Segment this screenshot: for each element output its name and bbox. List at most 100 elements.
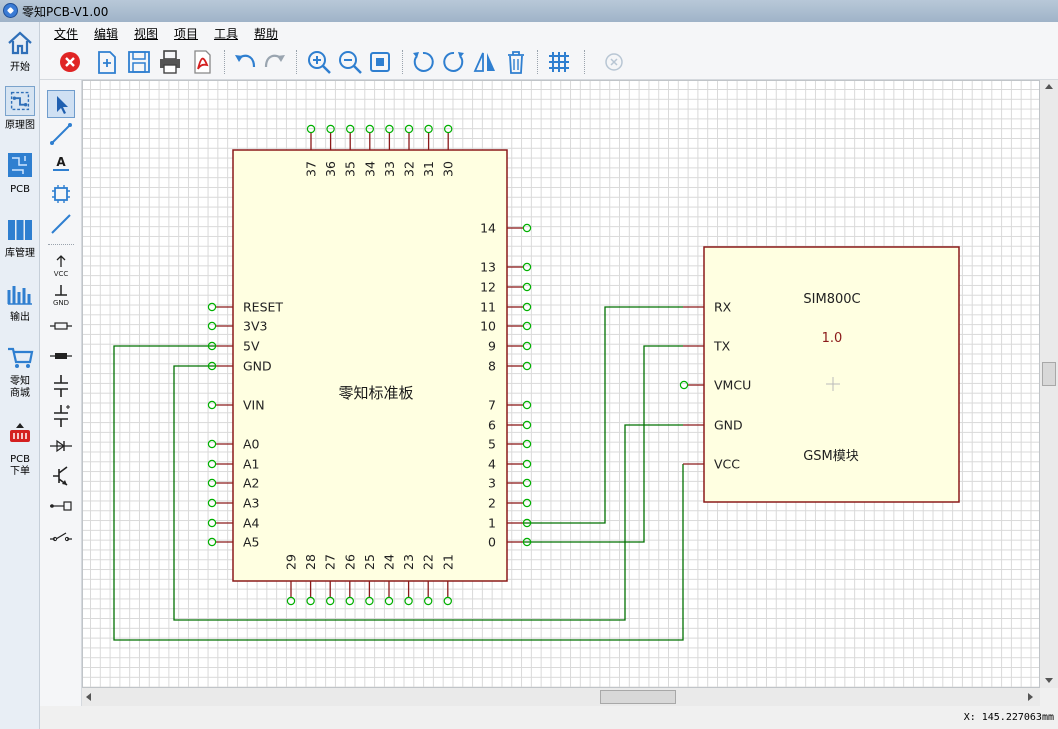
switch-tool[interactable] (47, 522, 75, 550)
board-pin-end (207, 341, 217, 351)
menu-view[interactable]: 视图 (134, 27, 159, 41)
vcc-tool[interactable]: VCC (47, 252, 75, 280)
board-pin-end (207, 537, 217, 547)
horizontal-scrollbar[interactable] (82, 688, 1040, 706)
board-pin-label-a0: A0 (243, 437, 260, 452)
board-pin-label-d10: 10 (480, 319, 496, 334)
line-icon (51, 214, 71, 234)
wires (113, 306, 684, 641)
fuse-tool[interactable] (47, 342, 75, 370)
line-tool[interactable] (47, 210, 75, 238)
capacitor-tool[interactable] (47, 372, 75, 400)
resistor-tool[interactable] (47, 312, 75, 340)
board-pin-end (207, 302, 217, 312)
nav-start[interactable]: 开始 (0, 24, 40, 86)
nav-library[interactable]: 库管理 (0, 210, 40, 272)
module-body (703, 246, 960, 503)
board-pin-label-d0: 0 (488, 535, 496, 550)
module-version: 1.0 (822, 331, 843, 346)
board-pin-end (522, 341, 532, 351)
scroll-right-arrow-icon[interactable] (1028, 693, 1033, 701)
menu-edit[interactable]: 编辑 (94, 27, 119, 41)
board-component[interactable]: 零知标准板 (232, 149, 508, 582)
nav-output[interactable]: 输出 (0, 274, 40, 336)
zoom-out-button[interactable] (335, 47, 365, 77)
undo-button[interactable] (230, 47, 260, 77)
mirror-button[interactable] (470, 47, 500, 77)
toolbar-separator (296, 50, 297, 74)
board-pin-label-37: 37 (304, 161, 319, 177)
scroll-left-arrow-icon[interactable] (86, 693, 91, 701)
module-pin-label-vmcu: VMCU (714, 378, 751, 393)
vcc-icon: VCC (54, 255, 69, 278)
menu-tools[interactable]: 工具 (214, 27, 239, 41)
zoom-fit-button[interactable] (365, 47, 395, 77)
connector-tool[interactable] (47, 492, 75, 520)
switch-icon (50, 532, 72, 542)
board-pin-label-26: 26 (342, 554, 357, 570)
scroll-down-arrow-icon[interactable] (1045, 678, 1053, 683)
board-pin-label-d11: 11 (480, 300, 496, 315)
fuse-icon (50, 353, 72, 359)
close-icon (60, 52, 80, 72)
text-tool[interactable]: A (47, 150, 75, 178)
board-pin-label-5v: 5V (243, 339, 260, 354)
connector-icon (50, 501, 72, 511)
cancel-button[interactable] (599, 47, 629, 77)
board-pin-end (424, 124, 433, 134)
nav-schematic[interactable]: 原理图 (0, 82, 40, 144)
redo-icon (264, 54, 285, 68)
new-file-button[interactable] (92, 47, 122, 77)
board-pin-end (207, 518, 217, 528)
schematic-icon (5, 86, 35, 116)
select-tool[interactable] (47, 90, 75, 118)
board-pin-label-a1: A1 (243, 457, 260, 472)
sim800c-component[interactable]: SIM800C 1.0 GSM模块 (703, 246, 960, 503)
transistor-tool[interactable] (47, 462, 75, 490)
menu-project[interactable]: 项目 (174, 27, 199, 41)
pcb-order-icon (10, 423, 30, 442)
toolbar (40, 44, 1058, 80)
menu-file[interactable]: 文件 (54, 27, 79, 41)
diode-tool[interactable] (47, 432, 75, 460)
print-button[interactable] (155, 47, 185, 77)
vertical-scrollbar[interactable] (1040, 80, 1058, 688)
module-description: GSM模块 (803, 449, 859, 464)
board-pin-label-d13: 13 (480, 260, 496, 275)
vcc-tool-label: VCC (54, 270, 69, 278)
wire-tool[interactable] (47, 120, 75, 148)
polar-capacitor-tool[interactable] (47, 402, 75, 430)
board-pin-label-a2: A2 (243, 476, 260, 491)
board-pin-end (346, 124, 355, 134)
horizontal-scroll-thumb[interactable] (600, 690, 676, 704)
delete-button[interactable] (501, 47, 531, 77)
export-pdf-button[interactable] (187, 47, 217, 77)
board-pin-label-d4: 4 (488, 457, 496, 472)
rotate-right-button[interactable] (439, 47, 469, 77)
close-button[interactable] (55, 47, 85, 77)
nav-pcb-order[interactable]: PCB 下单 (0, 416, 40, 486)
capacitor-icon (54, 375, 68, 397)
component-tool[interactable] (47, 180, 75, 208)
redo-button[interactable] (260, 47, 290, 77)
grid-button[interactable] (544, 47, 574, 77)
rotate-left-button[interactable] (408, 47, 438, 77)
save-button[interactable] (124, 47, 154, 77)
board-name: 零知标准板 (338, 384, 413, 402)
module-origin-cross (826, 377, 840, 391)
board-pin-label-33: 33 (382, 161, 397, 177)
zoom-in-button[interactable] (304, 47, 334, 77)
scroll-up-arrow-icon[interactable] (1045, 84, 1053, 89)
mirror-icon (473, 52, 495, 72)
nav-shop[interactable]: 零知 商城 (0, 338, 40, 408)
nav-label-pcb: PCB (10, 184, 30, 195)
nav-pcb[interactable]: PCB (0, 146, 40, 208)
vertical-scroll-thumb[interactable] (1042, 362, 1056, 386)
board-pin-label-a5: A5 (243, 535, 260, 550)
menu-help[interactable]: 帮助 (254, 27, 279, 41)
wire-icon (50, 123, 72, 145)
gnd-tool[interactable]: GND (47, 282, 75, 310)
module-pin-end (679, 380, 689, 390)
